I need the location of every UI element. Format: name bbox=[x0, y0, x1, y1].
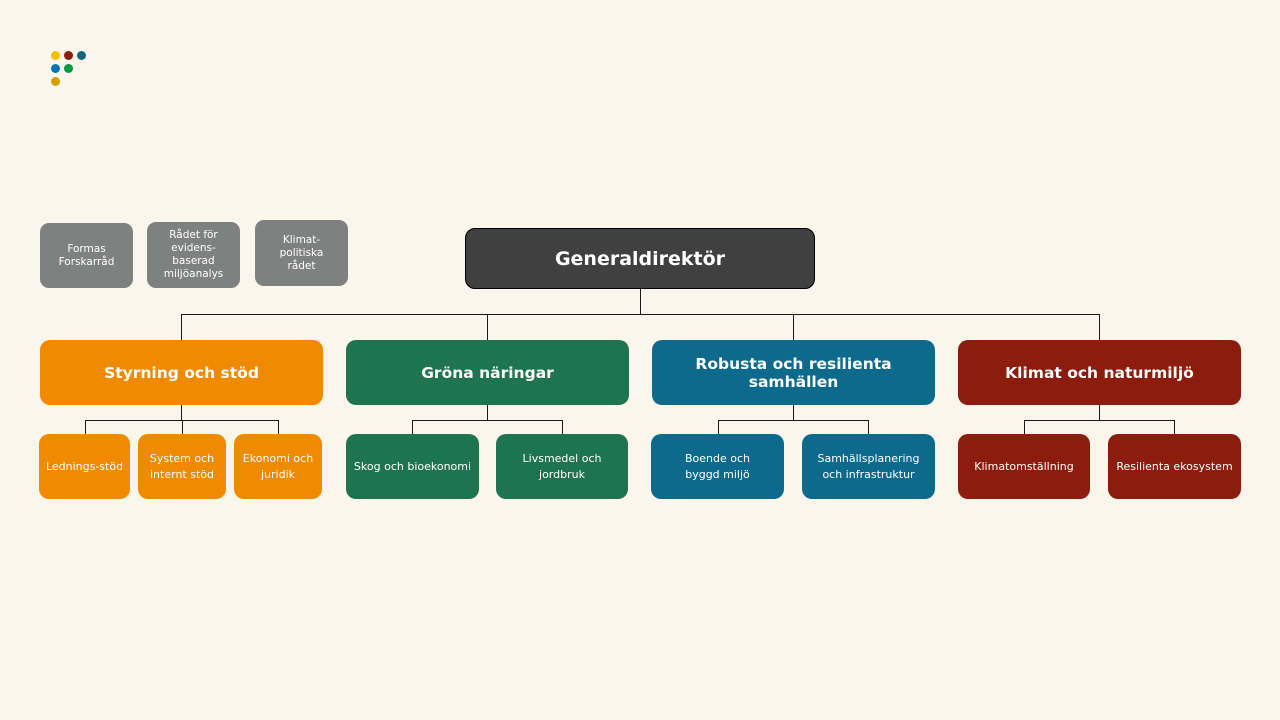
department-styrning-och-stod: Styrning och stöd bbox=[40, 340, 323, 405]
connector bbox=[640, 289, 641, 314]
connector bbox=[562, 420, 563, 434]
department-label: Robusta och resilienta samhällen bbox=[695, 354, 892, 391]
connector bbox=[868, 420, 869, 434]
connector bbox=[1024, 420, 1175, 421]
council-label: Klimat-politiska rådet bbox=[279, 233, 324, 272]
connector bbox=[1099, 405, 1100, 420]
unit-system-och-internt-stod: System och internt stöd bbox=[138, 434, 226, 499]
council-label: Formas Forskarråd bbox=[58, 242, 115, 268]
unit-label: Klimatomställning bbox=[974, 459, 1074, 473]
connector bbox=[487, 314, 488, 340]
connector bbox=[487, 405, 488, 420]
unit-resilienta-ekosystem: Resilienta ekosystem bbox=[1108, 434, 1241, 499]
logo-dot bbox=[64, 64, 73, 73]
unit-samhallsplanering-och-infrastruktur: Samhällsplanering och infrastruktur bbox=[802, 434, 935, 499]
unit-ledningsstod: Lednings-stöd bbox=[39, 434, 130, 499]
unit-livsmedel-och-jordbruk: Livsmedel och jordbruk bbox=[496, 434, 628, 499]
unit-label: Ekonomi och juridik bbox=[242, 451, 314, 481]
connector bbox=[182, 420, 183, 434]
unit-label: Livsmedel och jordbruk bbox=[522, 451, 602, 481]
director-general-label: Generaldirektör bbox=[554, 247, 726, 270]
connector bbox=[718, 420, 869, 421]
connector bbox=[1099, 314, 1100, 340]
connector bbox=[181, 405, 182, 420]
council-formas-forskarrad: Formas Forskarråd bbox=[40, 223, 133, 288]
logo-dot bbox=[51, 77, 60, 86]
logo-dot bbox=[64, 51, 73, 60]
unit-label: Samhällsplanering och infrastruktur bbox=[817, 451, 920, 481]
department-robusta-samhallen: Robusta och resilienta samhällen bbox=[652, 340, 935, 405]
connector bbox=[1024, 420, 1025, 434]
unit-label: System och internt stöd bbox=[149, 451, 215, 481]
connector bbox=[181, 314, 1100, 315]
connector bbox=[85, 420, 86, 434]
council-evidensbaserad-miljoanalys: Rådet för evidens-baserad miljöanalys bbox=[147, 222, 240, 288]
connector bbox=[278, 420, 279, 434]
department-grona-naringar: Gröna näringar bbox=[346, 340, 629, 405]
logo-dot bbox=[77, 51, 86, 60]
department-label: Klimat och naturmiljö bbox=[1005, 363, 1194, 382]
connector bbox=[718, 420, 719, 434]
unit-label: Lednings-stöd bbox=[45, 459, 124, 473]
unit-label: Boende och byggd miljö bbox=[684, 451, 750, 481]
director-general-box: Generaldirektör bbox=[465, 228, 815, 289]
connector bbox=[181, 314, 182, 340]
department-klimat-och-naturmiljo: Klimat och naturmiljö bbox=[958, 340, 1241, 405]
unit-label: Resilienta ekosystem bbox=[1116, 459, 1233, 473]
connector bbox=[793, 405, 794, 420]
department-label: Gröna näringar bbox=[421, 363, 554, 382]
connector bbox=[1174, 420, 1175, 434]
unit-ekonomi-och-juridik: Ekonomi och juridik bbox=[234, 434, 322, 499]
connector bbox=[412, 420, 413, 434]
connector bbox=[793, 314, 794, 340]
logo-dot bbox=[51, 51, 60, 60]
unit-klimatomstallning: Klimatomställning bbox=[958, 434, 1090, 499]
council-klimatpolitiska-radet: Klimat-politiska rådet bbox=[255, 220, 348, 286]
unit-skog-och-bioekonomi: Skog och bioekonomi bbox=[346, 434, 479, 499]
unit-label: Skog och bioekonomi bbox=[353, 459, 472, 473]
logo-dot bbox=[51, 64, 60, 73]
department-label: Styrning och stöd bbox=[104, 363, 259, 382]
connector bbox=[412, 420, 563, 421]
council-label: Rådet för evidens-baserad miljöanalys bbox=[163, 229, 224, 280]
unit-boende-och-byggd-miljo: Boende och byggd miljö bbox=[651, 434, 784, 499]
